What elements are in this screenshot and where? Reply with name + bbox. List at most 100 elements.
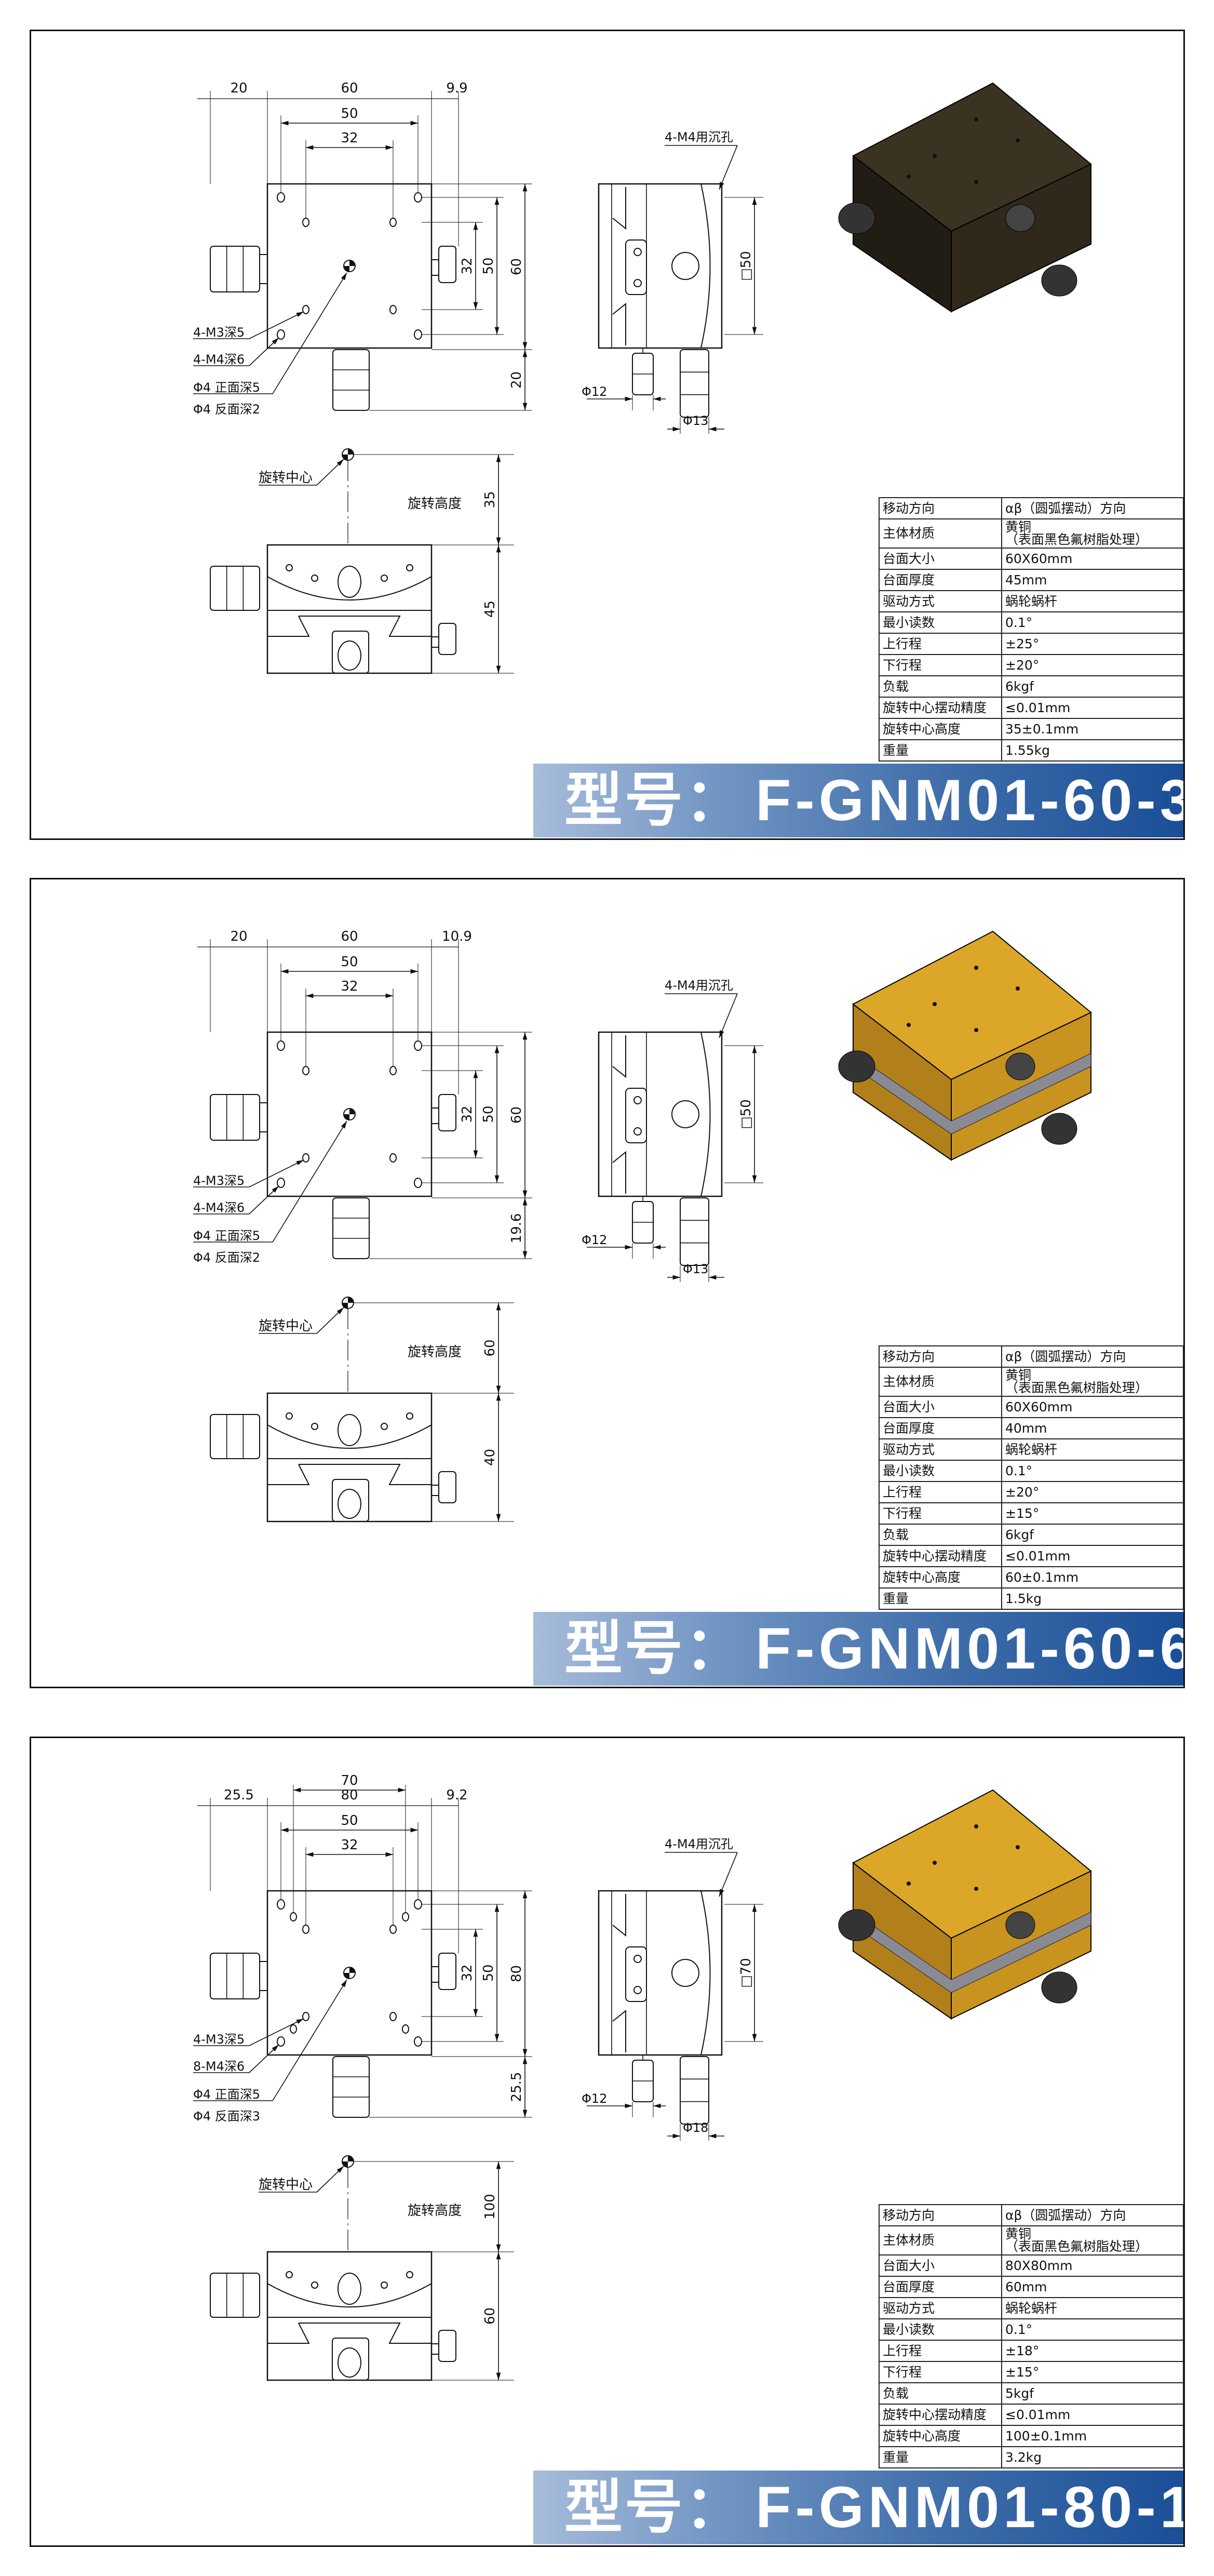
render-hole: [907, 1881, 911, 1886]
side-knob-small: [632, 1201, 654, 1244]
center-quadrant: [348, 1297, 354, 1303]
product-panel-80-100: [30, 1737, 1185, 2547]
right-knob-stem: [431, 1107, 439, 1124]
screw-icon: [633, 1127, 642, 1136]
rotation-center-label: 旋转中心: [259, 1318, 313, 1334]
screw-icon: [633, 1096, 642, 1104]
spec-label: 上行程: [879, 1481, 1002, 1503]
bottom-micrometer-knob-body: [332, 349, 370, 411]
rotation-height-label: 旋转高度: [408, 1344, 462, 1360]
m4-hole: [402, 2024, 409, 2034]
bottom-micrometer-knob-body: [332, 2056, 370, 2118]
front-dovetail: [267, 616, 431, 637]
front-right-knob: [438, 1471, 456, 1503]
front-left-knob-body: [210, 2273, 260, 2318]
leader: [249, 2018, 304, 2046]
center-quadrant: [344, 266, 349, 272]
product-3d-render: [838, 930, 1092, 1161]
dim-50-label: 50: [341, 106, 358, 122]
leader: [719, 1852, 738, 1897]
render-hole: [933, 1002, 937, 1006]
spec-row: 旋转中心摆动精度≤0.01mm: [879, 2404, 1184, 2426]
spec-value: ≤0.01mm: [1001, 1545, 1184, 1567]
spec-value: 黄铜 （表面黑色氟树脂处理）: [1001, 1367, 1184, 1397]
hole-note: 4-M3深5: [193, 325, 245, 340]
spec-label: 台面大小: [879, 2254, 1002, 2277]
model-banner: 型号：F-GNM01-60-60: [533, 1612, 1183, 1686]
spec-value: 1.55kg: [1001, 739, 1184, 762]
spec-label: 负载: [879, 2382, 1002, 2405]
render-hole: [974, 180, 978, 184]
spec-label: 上行程: [879, 633, 1002, 655]
render-hole: [1016, 1845, 1020, 1849]
spec-value: 6kgf: [1001, 1524, 1184, 1546]
right-lock-knob: [438, 1094, 456, 1131]
spec-row: 主体材质黄铜 （表面黑色氟树脂处理）: [879, 1367, 1184, 1397]
spec-value: 45mm: [1001, 569, 1184, 591]
front-hole: [406, 1412, 413, 1420]
spec-value: 60±0.1mm: [1001, 1566, 1184, 1589]
spec-label: 驱动方式: [879, 590, 1002, 612]
spec-label: 最小读数: [879, 611, 1002, 634]
side-knob-small: [632, 353, 654, 395]
side-body: [598, 1031, 723, 1197]
spec-value: 黄铜 （表面黑色氟树脂处理）: [1001, 2225, 1184, 2255]
front-arc: [267, 576, 432, 600]
front-hole: [311, 2281, 318, 2289]
spec-label: 台面厚度: [879, 1417, 1002, 1439]
model-number: F-GNM01-60-60: [756, 1616, 1183, 1681]
render-knob: [1041, 1971, 1077, 2004]
center-quadrant: [342, 455, 348, 460]
model-banner: 型号：F-GNM01-80-100: [533, 2471, 1183, 2544]
spec-value: ≤0.01mm: [1001, 2404, 1184, 2426]
spec-value: 6kgf: [1001, 675, 1184, 698]
m3-hole: [302, 2012, 309, 2021]
m3-hole: [302, 305, 309, 314]
render-knob: [1041, 264, 1077, 297]
spec-label: 主体材质: [879, 2225, 1002, 2255]
counterbore-note: 4-M4用沉孔: [665, 978, 733, 993]
dim-v-total-label: 60: [509, 258, 524, 275]
dim-right: 10.9: [442, 929, 472, 944]
front-arc: [267, 1424, 432, 1449]
front-left-knob: [210, 566, 260, 611]
dim-right: 9.2: [446, 1787, 467, 1803]
left-micrometer-knob-body: [210, 246, 260, 292]
spec-row: 驱动方式蜗轮蜗杆: [879, 2297, 1184, 2319]
m3-hole: [389, 2012, 397, 2021]
front-hole: [286, 564, 293, 571]
front-window: [332, 1479, 369, 1522]
m3-hole: [389, 305, 397, 314]
front-knob-stem: [431, 636, 439, 648]
dim-50-label: 50: [341, 954, 358, 970]
spec-label: 重量: [879, 739, 1002, 762]
spec-label: 最小读数: [879, 1460, 1002, 1482]
front-lock-hole: [338, 1414, 361, 1446]
spec-label: 重量: [879, 1587, 1002, 1610]
front-hole: [286, 2271, 293, 2278]
spec-label: 最小读数: [879, 2318, 1002, 2341]
right-lock-knob: [438, 1953, 456, 1990]
dim-50-label: 50: [341, 1813, 358, 1828]
dim-rot-height-label: 35: [482, 491, 498, 508]
m4-hole: [290, 2024, 297, 2034]
spec-value: ≤0.01mm: [1001, 697, 1184, 719]
bottom-micrometer-knob: [332, 1197, 370, 1259]
side-knob-small: [632, 2060, 654, 2102]
hole-note: 4-M3深5: [193, 2032, 245, 2047]
m4-hole: [277, 2036, 285, 2047]
front-window-hole: [338, 2347, 361, 2378]
spec-value: 60X60mm: [1001, 548, 1184, 570]
front-right-knob: [438, 2330, 456, 2362]
leader: [316, 2166, 344, 2193]
